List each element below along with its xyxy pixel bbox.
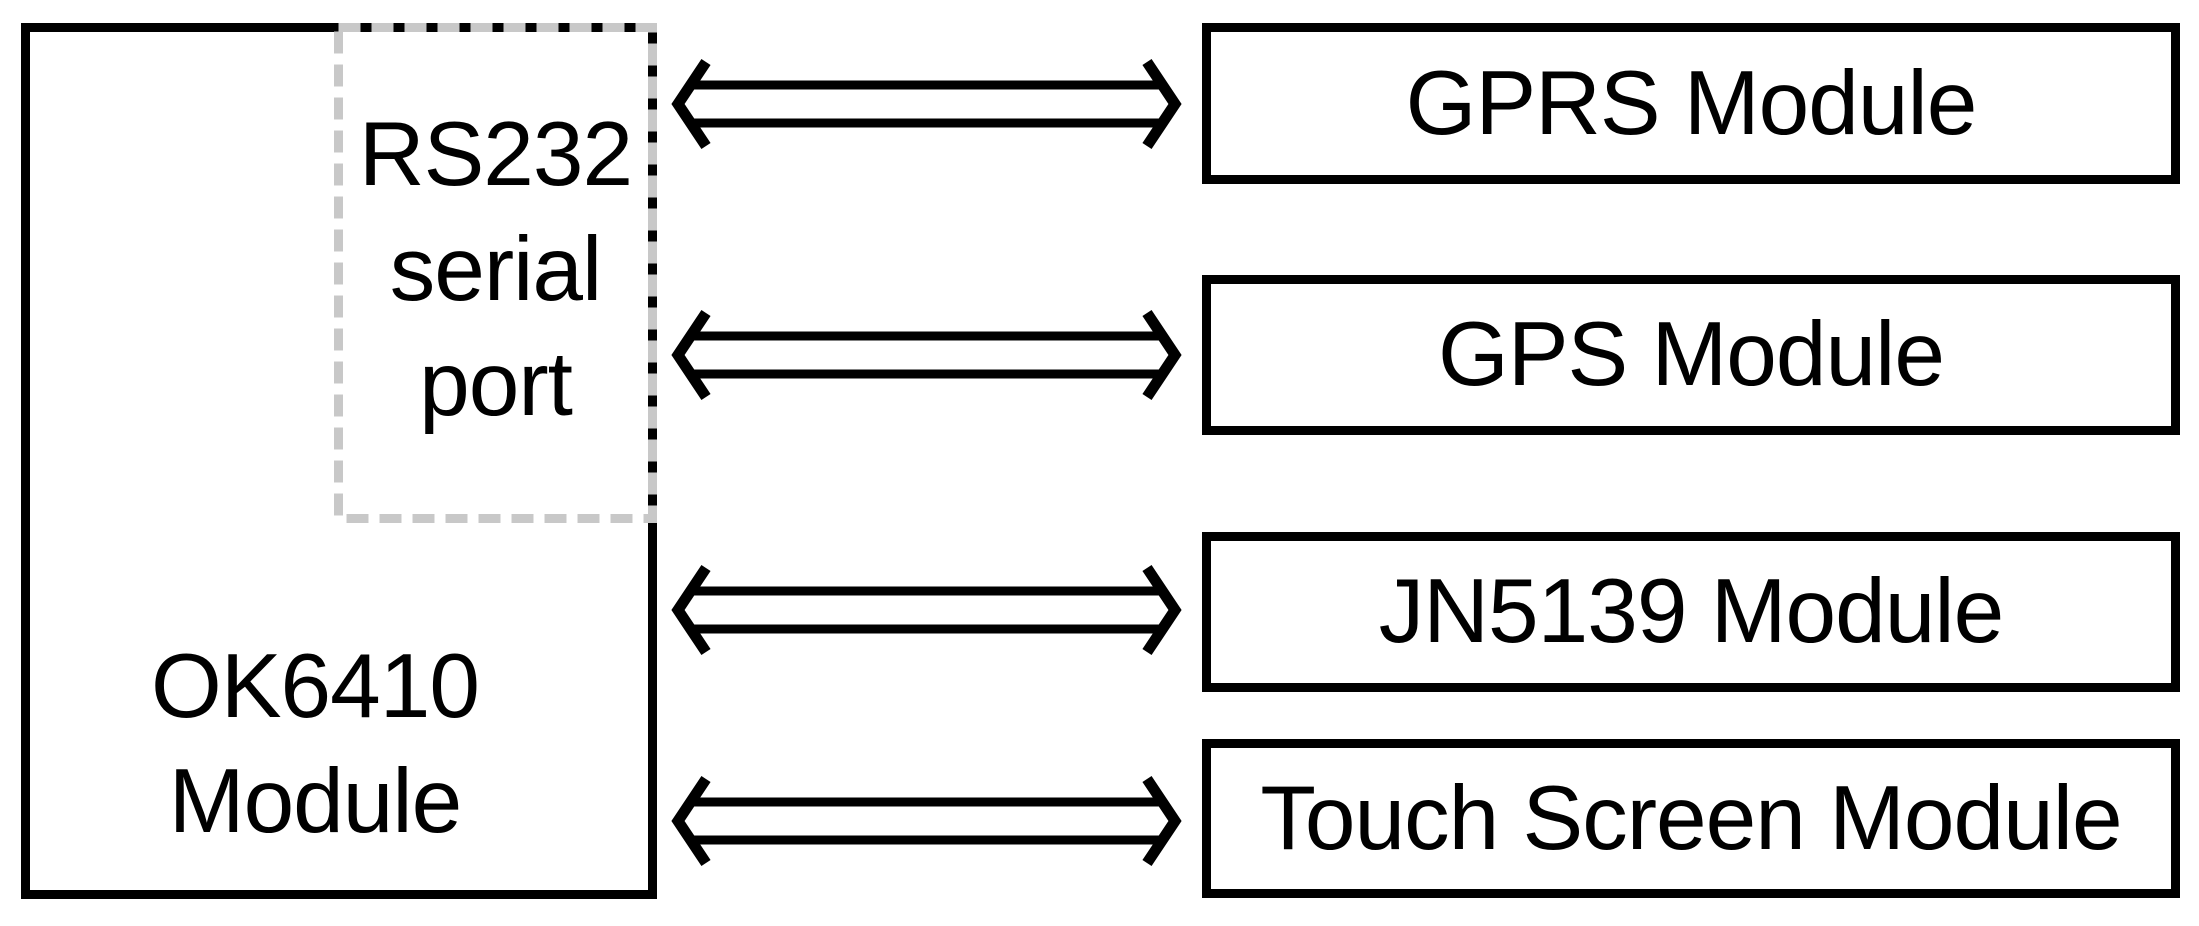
double-arrow-touchscreen-icon xyxy=(671,775,1182,867)
double-arrow-gprs-icon xyxy=(671,58,1182,150)
jn5139-module-label: JN5139 Module xyxy=(1378,561,2004,662)
rs232-serial-port-box: RS232 serial port xyxy=(334,23,657,523)
gprs-module-label: GPRS Module xyxy=(1405,52,1978,154)
rs232-serial-port-label: RS232 serial port xyxy=(334,97,657,442)
rs232-label-line1: RS232 xyxy=(358,104,633,205)
rs232-serial-port-fill xyxy=(343,32,648,514)
rs232-label-line3: port xyxy=(419,334,573,435)
rs232-dashed-border xyxy=(334,23,657,523)
double-arrow-jn5139-icon xyxy=(671,564,1182,656)
gps-module-label: GPS Module xyxy=(1438,304,1945,405)
gps-module-box: GPS Module xyxy=(1202,275,2180,435)
ok6410-module-label: OK6410 Module xyxy=(115,629,515,859)
ok6410-module-label-line1: OK6410 xyxy=(151,636,480,737)
ok6410-module-label-line2: Module xyxy=(168,751,462,852)
gprs-module-box: GPRS Module xyxy=(1202,23,2180,184)
jn5139-module-box: JN5139 Module xyxy=(1202,532,2180,692)
double-arrow-gprs-shape xyxy=(671,58,1182,150)
double-arrow-jn5139-shape xyxy=(671,564,1182,656)
rs232-dashed-rect xyxy=(334,23,657,523)
touch-screen-module-label: Touch Screen Module xyxy=(1260,767,2122,869)
touch-screen-module-box: Touch Screen Module xyxy=(1202,739,2180,898)
double-arrow-gps-shape xyxy=(671,309,1182,401)
double-arrow-touchscreen-shape xyxy=(671,775,1182,867)
rs232-label-line2: serial xyxy=(389,219,602,320)
double-arrow-gps-icon xyxy=(671,309,1182,401)
